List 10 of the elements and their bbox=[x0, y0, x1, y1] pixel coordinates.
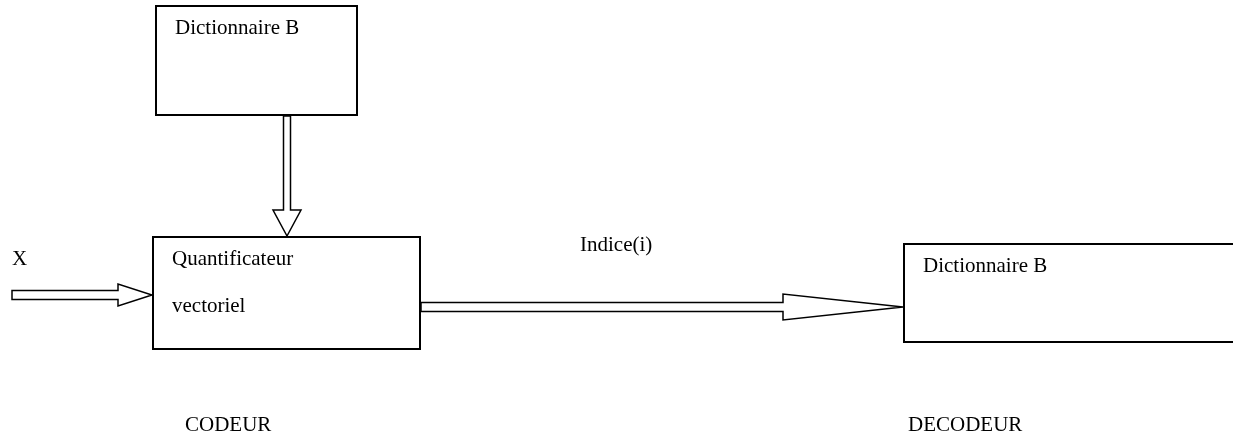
hollow-arrow bbox=[271, 115, 303, 238]
process-box bbox=[155, 5, 358, 116]
box-label: Quantificateur bbox=[172, 246, 294, 271]
box-label: Dictionnaire B bbox=[923, 253, 1048, 278]
process-box bbox=[903, 243, 1233, 343]
box-label: Dictionnaire B bbox=[175, 15, 300, 40]
process-box bbox=[152, 236, 421, 350]
box-label: vectoriel bbox=[172, 293, 246, 318]
hollow-arrow bbox=[420, 293, 904, 321]
hollow-arrow bbox=[11, 282, 155, 308]
